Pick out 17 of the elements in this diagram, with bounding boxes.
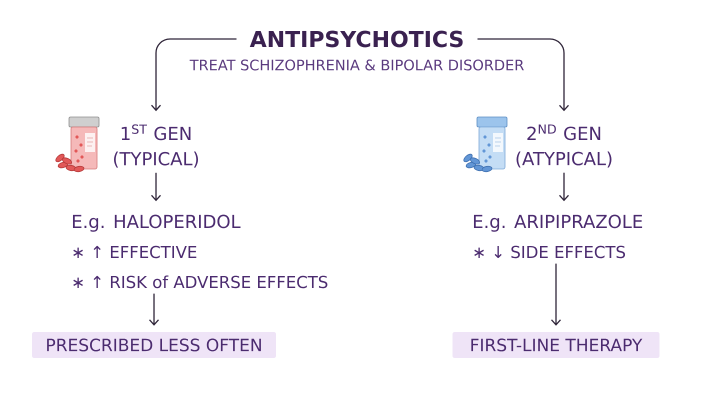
arrow [151,38,236,112]
heading-text: 2$^{ND}$ GEN (ATYPICAL) [516,124,612,168]
arrow [551,264,561,326]
arrow [478,38,569,112]
highlight-box: FIRST-LINE THERAPY [452,332,660,358]
arrow [149,294,159,326]
arrow [559,172,569,202]
heading-text: 1$^{ST}$ GEN (TYPICAL) [114,124,198,168]
example-text: E.g. ARIPIPRAZOLE [474,214,642,232]
arrow [151,172,161,202]
bullet-item: ∗ ↑ EFFECTIVE [73,246,196,258]
bullet-item: ∗ ↑ RISK of ADVERSE EFFECTS [73,275,328,288]
example-text: E.g. HALOPERIDOL [72,214,240,232]
highlight-box: PRESCRIBED LESS OFTEN [32,332,276,358]
bullet-item: ∗ ↓ SIDE EFFECTS [474,246,626,258]
subtitle-text: TREAT SCHIZOPHRENIA & BIPOLAR DISORDER [190,60,524,70]
title-text: ANTIPSYCHOTICS [250,30,463,48]
